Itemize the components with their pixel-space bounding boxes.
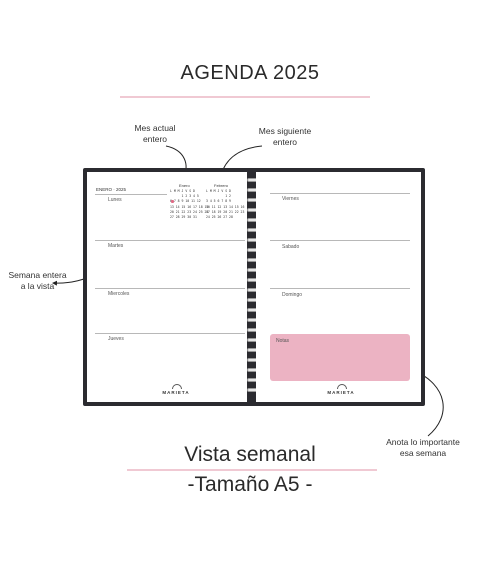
day-label: Jueves — [108, 336, 124, 342]
day-label: Lunes — [108, 197, 122, 203]
subtitle-size: -Tamaño A5 - — [187, 473, 313, 496]
day-label: Martes — [108, 243, 124, 249]
day-label: Domingo — [282, 292, 303, 298]
day-label: Miercoles — [108, 291, 130, 297]
divider — [95, 333, 245, 334]
next-month-name: Febrero — [214, 183, 229, 188]
day-label: Viernes — [282, 196, 299, 202]
subtitle-weekly-view: Vista semanal — [184, 443, 316, 466]
subtitle-underline — [127, 469, 377, 471]
brand-name: MARIETA — [327, 390, 355, 395]
annotation-line: Mes actual — [134, 123, 176, 133]
divider — [95, 240, 245, 241]
page-title: AGENDA 2025 — [180, 62, 320, 84]
logo-icon — [337, 384, 347, 389]
divider — [95, 194, 167, 195]
next-month-calendar: L M M J V S D 1 2 3 4 5 6 7 8 9 10 11 12… — [206, 189, 245, 220]
month-label: ENERO · 2025 — [96, 187, 127, 192]
divider — [270, 240, 410, 241]
divider — [270, 288, 410, 289]
annotation-current-month: Mes actual entero — [120, 123, 190, 145]
notes-label: Notas — [276, 338, 290, 344]
annotation-notes: Anota lo importante esa semana — [378, 437, 468, 459]
divider — [95, 288, 245, 289]
annotation-next-month: Mes siguiente entero — [245, 126, 325, 148]
notes-box: Notas — [270, 334, 410, 381]
annotation-line: esa semana — [399, 448, 447, 458]
current-month-calendar: L M M J V S D 1 2 3 4 5 6 7 8 9 10 11 12… — [170, 189, 209, 220]
annotation-full-week: Semana entera a la vista — [5, 270, 70, 292]
annotation-line: a la vista — [20, 281, 55, 291]
annotation-line: Semana entera — [8, 270, 67, 280]
annotation-line: entero — [272, 137, 298, 147]
title-underline — [120, 96, 370, 98]
divider — [270, 193, 410, 194]
annotation-line: entero — [142, 134, 168, 144]
annotation-line: Mes siguiente — [258, 126, 312, 136]
logo-icon — [172, 384, 182, 389]
left-page: ENERO · 2025 Enero L M M J V S D 1 2 3 4… — [87, 172, 247, 402]
brand-name: MARIETA — [162, 390, 190, 395]
day-label: Sabado — [282, 244, 300, 250]
today-marker — [171, 200, 174, 203]
annotation-line: Anota lo importante — [386, 437, 460, 447]
current-month-name: Enero — [179, 183, 190, 188]
